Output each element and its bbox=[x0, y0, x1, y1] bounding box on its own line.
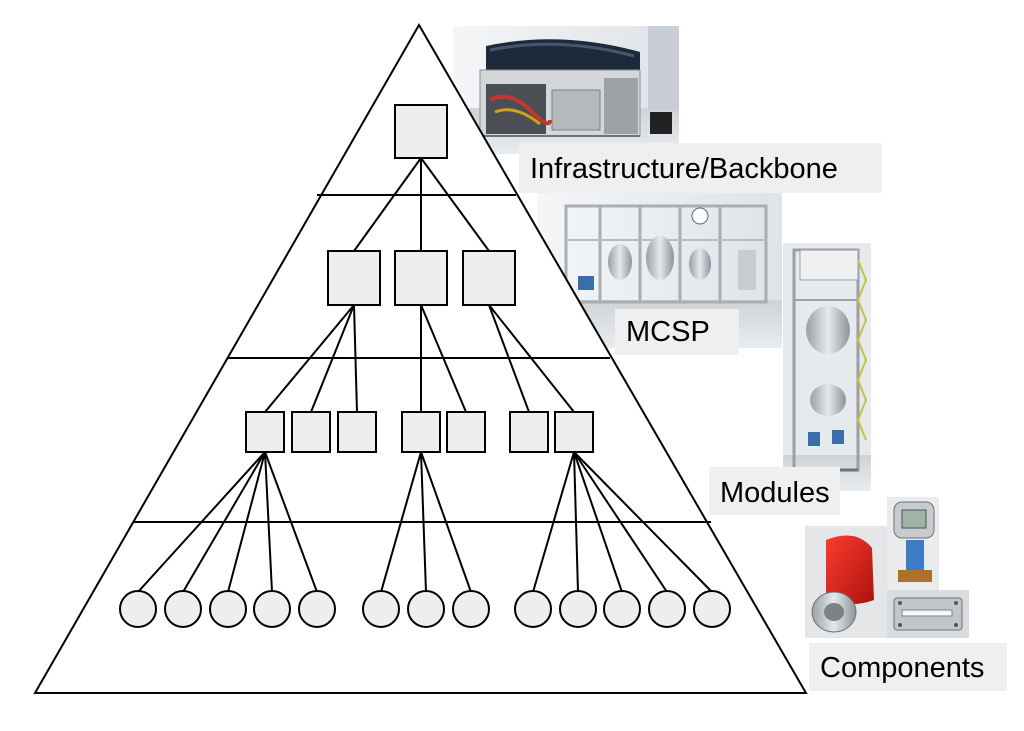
process-module-photo bbox=[783, 243, 871, 491]
module-node bbox=[291, 411, 331, 453]
module-node bbox=[446, 411, 486, 453]
level-label-text: Components bbox=[820, 652, 984, 684]
level-label-infrastructure: Infrastructure/Backbone bbox=[519, 143, 882, 193]
component-node bbox=[514, 590, 552, 628]
component-node bbox=[209, 590, 247, 628]
module-node bbox=[337, 411, 377, 453]
backbone-node bbox=[394, 104, 448, 159]
component-node bbox=[298, 590, 336, 628]
process-component-photo bbox=[805, 497, 969, 638]
component-node bbox=[253, 590, 291, 628]
component-node bbox=[452, 590, 490, 628]
component-node bbox=[603, 590, 641, 628]
level-label-text: MCSP bbox=[626, 316, 710, 348]
component-node bbox=[693, 590, 731, 628]
module-node bbox=[401, 411, 441, 453]
plant-node bbox=[394, 250, 448, 306]
component-node bbox=[362, 590, 400, 628]
component-node bbox=[407, 590, 445, 628]
level-label-mcsp: MCSP bbox=[615, 309, 739, 355]
component-node bbox=[164, 590, 202, 628]
component-node bbox=[559, 590, 597, 628]
component-node bbox=[119, 590, 157, 628]
level-label-text: Modules bbox=[720, 477, 830, 509]
plant-node bbox=[462, 250, 516, 306]
level-label-text: Infrastructure/Backbone bbox=[530, 153, 838, 185]
hierarchy-connectors bbox=[137, 157, 713, 593]
component-node bbox=[648, 590, 686, 628]
module-node bbox=[509, 411, 549, 453]
level-label-components: Components bbox=[809, 643, 1007, 691]
module-node bbox=[554, 411, 594, 453]
process-infrastructure-photo bbox=[453, 26, 679, 154]
plant-node bbox=[327, 250, 381, 306]
level-label-modules: Modules bbox=[709, 467, 840, 515]
module-node bbox=[245, 411, 285, 453]
